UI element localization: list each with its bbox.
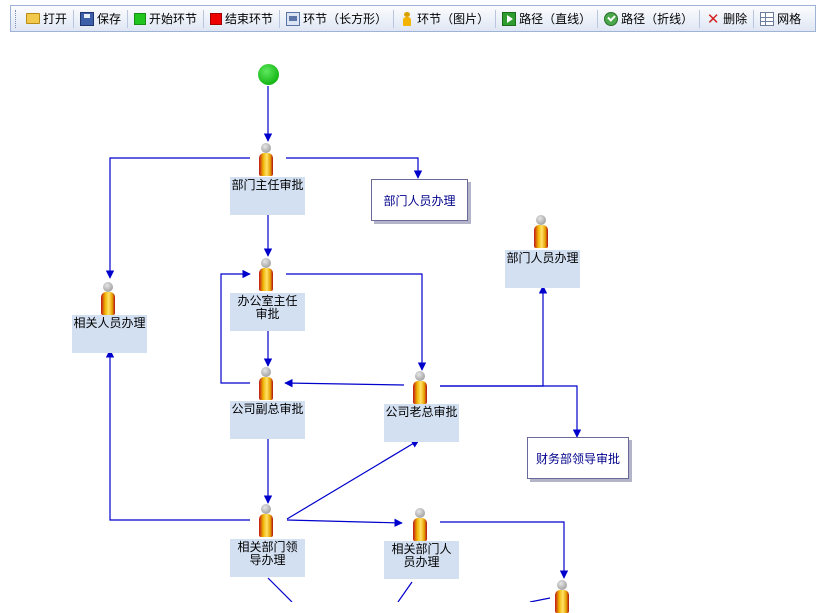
- toolbar-grip: [15, 9, 19, 28]
- rectangle-node-icon: [286, 11, 301, 26]
- toolbar-separator: [203, 9, 205, 28]
- person-head: [415, 508, 425, 518]
- toolbar: 打开 保存 开始环节 结束环节 环节（长方形） 环节（图片） 路径（直线） 路径…: [10, 5, 816, 32]
- grid-button[interactable]: 网格: [757, 8, 804, 30]
- node-image-label: 环节（图片）: [417, 12, 490, 26]
- folder-icon: [26, 13, 40, 24]
- person-body: [534, 225, 548, 248]
- node-label-vice-gm[interactable]: 公司副总审批: [230, 401, 305, 439]
- node-label-office-director[interactable]: 办公室主任审批: [230, 293, 305, 331]
- node-rect-dept-staff[interactable]: 部门人员办理: [371, 179, 468, 221]
- person-body: [259, 514, 273, 537]
- edge-dept-director-to-related-staff[interactable]: [105, 157, 250, 279]
- edge-dept-director-to-dept-staff-rect[interactable]: [286, 157, 423, 179]
- toolbar-separator: [597, 9, 599, 28]
- node-rect-label: 环节（长方形）: [303, 12, 388, 26]
- node-label-dept-director[interactable]: 部门主任审批: [230, 177, 305, 215]
- person-head: [261, 504, 271, 514]
- open-button[interactable]: 打开: [23, 8, 70, 30]
- edge-related-dept-leader-to-related-dept-staff[interactable]: [286, 518, 403, 528]
- node-label-dept-staff[interactable]: 部门人员办理: [505, 250, 580, 288]
- edge-gm-to-finance-leader[interactable]: [440, 385, 582, 438]
- start-node[interactable]: [258, 64, 279, 85]
- person-icon: [400, 11, 414, 26]
- person-head: [261, 367, 271, 377]
- person-head: [261, 143, 271, 153]
- edge-gm-to-dept-staff-img[interactable]: [440, 285, 548, 387]
- person-icon[interactable]: [258, 143, 274, 176]
- person-body: [413, 381, 427, 404]
- person-icon[interactable]: [533, 215, 549, 248]
- person-body: [413, 518, 427, 541]
- edge-related-dept-staff-down-left[interactable]: [397, 581, 413, 602]
- save-button[interactable]: 保存: [77, 8, 124, 30]
- open-label: 打开: [43, 12, 68, 26]
- person-icon[interactable]: [554, 580, 570, 613]
- toolbar-separator: [73, 9, 75, 28]
- arrow-right-icon: [502, 11, 517, 26]
- end-node-label: 结束环节: [225, 12, 274, 26]
- delete-label: 删除: [723, 12, 748, 26]
- person-head: [415, 371, 425, 381]
- person-head: [261, 258, 271, 268]
- node-label-related-dept-staff[interactable]: 相关部门人员办理: [384, 541, 459, 579]
- path-polyline-label: 路径（折线）: [621, 12, 694, 26]
- grid-icon: [760, 11, 775, 26]
- person-body: [259, 153, 273, 176]
- person-icon[interactable]: [258, 258, 274, 291]
- edge-office-director-to-gm[interactable]: [286, 273, 427, 371]
- start-node-label: 开始环节: [149, 12, 198, 26]
- person-head: [557, 580, 567, 590]
- save-label: 保存: [97, 12, 122, 26]
- path-polyline-button[interactable]: 路径（折线）: [601, 8, 696, 30]
- toolbar-separator: [393, 9, 395, 28]
- edge-related-dept-leader-down[interactable]: [267, 577, 293, 602]
- person-body: [101, 292, 115, 315]
- person-icon[interactable]: [258, 367, 274, 400]
- delete-button[interactable]: ✕ 删除: [703, 8, 750, 30]
- start-node-button[interactable]: 开始环节: [131, 8, 200, 30]
- edge-related-dept-leader-to-gm[interactable]: [286, 439, 420, 520]
- path-straight-button[interactable]: 路径（直线）: [499, 8, 594, 30]
- edge-offscreen-node-left[interactable]: [529, 597, 551, 602]
- person-icon[interactable]: [412, 371, 428, 404]
- toolbar-separator: [753, 9, 755, 28]
- path-straight-label: 路径（直线）: [519, 12, 592, 26]
- person-icon[interactable]: [258, 504, 274, 537]
- node-label-related-dept-leader[interactable]: 相关部门领导办理: [230, 539, 305, 577]
- edge-related-dept-staff-down[interactable]: [440, 521, 569, 579]
- toolbar-separator: [495, 9, 497, 28]
- person-head: [536, 215, 546, 225]
- green-square-icon: [134, 12, 147, 25]
- edge-vice-gm-to-office-director[interactable]: [220, 269, 251, 384]
- person-body: [259, 268, 273, 291]
- node-label-related-staff[interactable]: 相关人员办理: [72, 315, 147, 353]
- check-circle-icon: [604, 11, 619, 26]
- edge-related-dept-leader-to-related-staff[interactable]: [105, 349, 250, 521]
- person-icon[interactable]: [100, 282, 116, 315]
- toolbar-separator: [699, 9, 701, 28]
- end-node-button[interactable]: 结束环节: [207, 8, 276, 30]
- toolbar-separator: [127, 9, 129, 28]
- person-body: [259, 377, 273, 400]
- toolbar-separator: [279, 9, 281, 28]
- person-head: [103, 282, 113, 292]
- node-label-gm[interactable]: 公司老总审批: [384, 404, 459, 442]
- grid-label: 网格: [777, 12, 802, 26]
- red-square-icon: [210, 12, 223, 25]
- node-image-button[interactable]: 环节（图片）: [397, 8, 492, 30]
- node-rect-finance-leader[interactable]: 财务部领导审批: [527, 437, 629, 479]
- person-icon[interactable]: [412, 508, 428, 541]
- delete-x-icon: ✕: [706, 9, 720, 28]
- edge-gm-to-vice-gm[interactable]: [284, 378, 405, 388]
- floppy-disk-icon: [80, 11, 95, 26]
- node-rect-button[interactable]: 环节（长方形）: [283, 8, 390, 30]
